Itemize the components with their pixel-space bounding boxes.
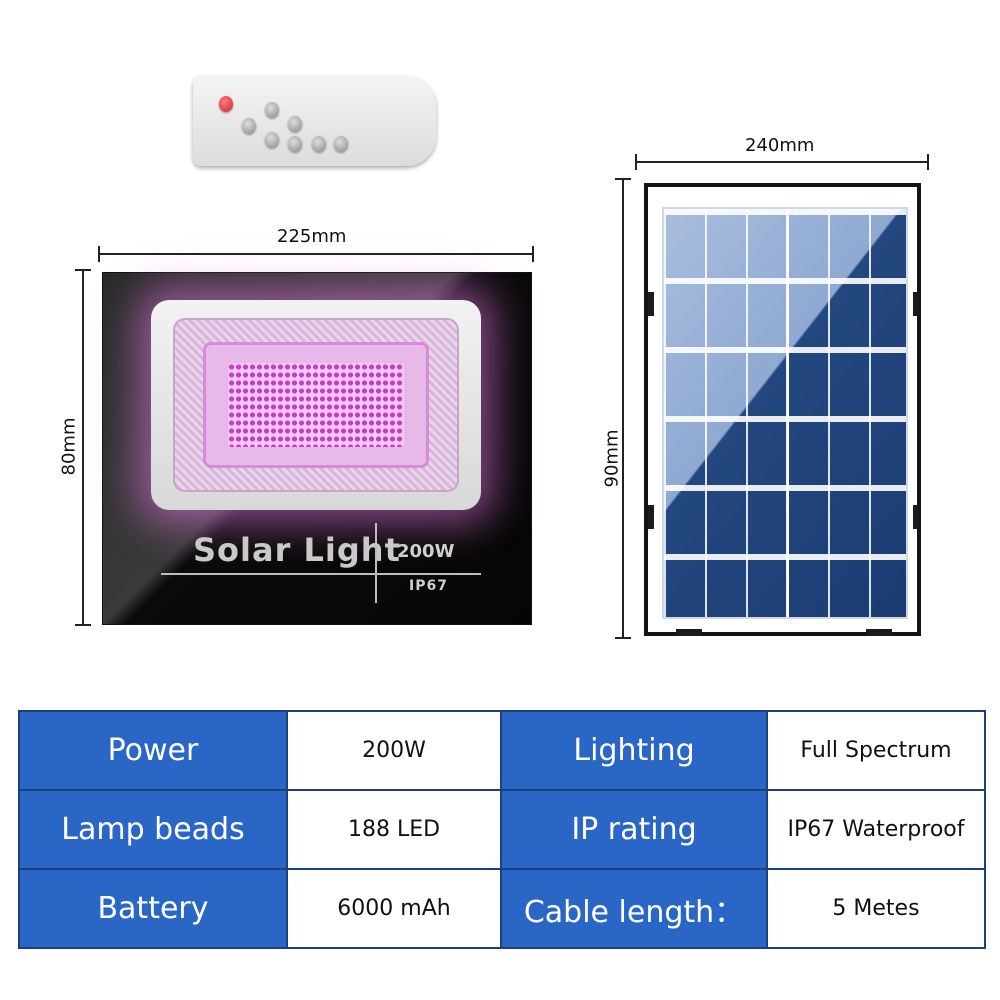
- lamp-divider-horizontal: [161, 573, 481, 575]
- panel-clip: [676, 629, 702, 636]
- spec-value: IP67 Waterproof: [766, 789, 986, 870]
- panel-clip: [648, 292, 654, 316]
- led-array: [228, 363, 404, 447]
- remote-button: [242, 118, 256, 134]
- lamp-reflector: [173, 318, 459, 492]
- remote-button: [265, 102, 279, 118]
- spec-key: IP rating: [500, 789, 768, 870]
- table-row: Power 200W Lighting Full Spectrum: [18, 710, 986, 791]
- spec-value: 200W: [286, 710, 502, 791]
- spec-value: 6000 mAh: [286, 868, 502, 949]
- panel-height-label: 90mm: [601, 429, 623, 488]
- solar-flood-light: Solar Light 200W IP67: [102, 272, 532, 625]
- solar-cells: [662, 207, 908, 619]
- spec-key: Lamp beads: [18, 789, 288, 870]
- solar-cell-divider: [786, 209, 789, 617]
- spec-key: Power: [18, 710, 288, 791]
- remote-button: [265, 132, 279, 148]
- solar-cell-grid: [664, 209, 906, 617]
- panel-clip: [913, 505, 919, 529]
- spec-key: Lighting: [500, 710, 768, 791]
- lamp-led-housing: [203, 342, 429, 468]
- lamp-divider-vertical: [375, 523, 377, 603]
- remote-button: [312, 136, 326, 152]
- panel-clip: [913, 292, 919, 316]
- spec-value: Full Spectrum: [766, 710, 986, 791]
- spec-key: Cable length：: [500, 868, 768, 949]
- lamp-wattage-text: 200W: [397, 541, 455, 562]
- remote-power-button: [219, 96, 233, 112]
- spec-value: 188 LED: [286, 789, 502, 870]
- table-row: Battery 6000 mAh Cable length： 5 Metes: [18, 868, 986, 949]
- solar-panel: [644, 183, 921, 636]
- lamp-lens-frame: [151, 300, 481, 510]
- lamp-ip-text: IP67: [409, 578, 448, 594]
- table-row: Lamp beads 188 LED IP rating IP67 Waterp…: [18, 789, 986, 870]
- spec-key: Battery: [18, 868, 288, 949]
- lamp-brand-text: Solar Light: [193, 531, 401, 569]
- lamp-height-line: [75, 269, 91, 626]
- spec-table: Power 200W Lighting Full Spectrum Lamp b…: [18, 710, 986, 949]
- lamp-width-label: 225mm: [277, 226, 347, 247]
- panel-width-line: [635, 154, 929, 170]
- spec-value: 5 Metes: [766, 868, 986, 949]
- panel-width-label: 240mm: [745, 135, 815, 156]
- panel-height-line: [615, 178, 631, 639]
- remote-control: [193, 76, 436, 166]
- panel-clip: [648, 505, 654, 529]
- remote-button: [288, 136, 302, 152]
- panel-clip: [866, 629, 892, 636]
- lamp-height-label: 80mm: [58, 417, 80, 476]
- remote-button: [334, 136, 348, 152]
- remote-button: [288, 116, 302, 132]
- lamp-width-line: [98, 246, 534, 262]
